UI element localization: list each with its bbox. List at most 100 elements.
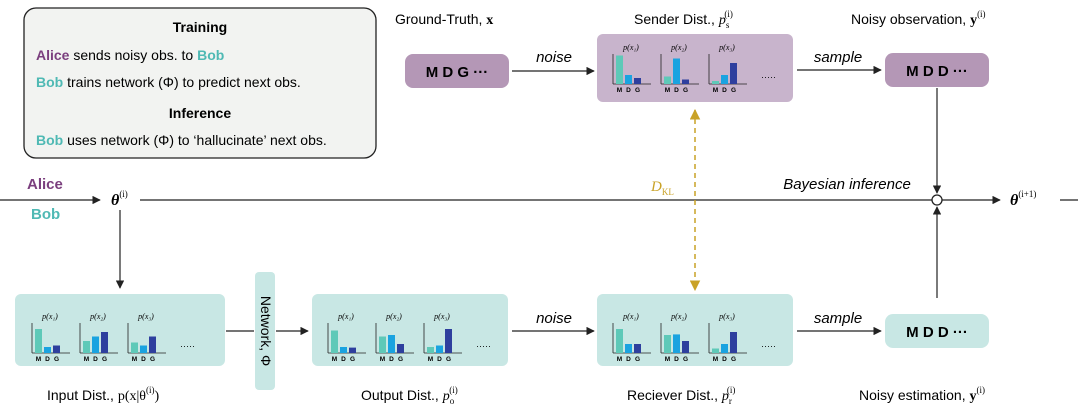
dist-bar	[92, 336, 99, 353]
dist-bar-label: D	[389, 356, 394, 363]
noise-top-label: noise	[536, 49, 572, 66]
ground-truth-box	[405, 54, 509, 88]
dist-col-label: p(x₁)	[622, 43, 639, 52]
noisy-observation-tokens: M D D ···	[906, 63, 968, 80]
legend-line-3-text: uses network (Φ) to ‘hallucinate’ next o…	[63, 132, 327, 148]
dist-bar	[616, 55, 623, 84]
legend-bob: Bob	[197, 47, 224, 63]
dist-bar	[712, 348, 719, 353]
sender-dist-label: Sender Dist., ps(i)	[634, 9, 733, 30]
dist-bar-label: G	[635, 356, 640, 363]
dist-bar	[149, 336, 156, 353]
output-dist-panel	[312, 294, 508, 366]
legend-bob-2: Bob	[36, 74, 63, 90]
dist-bar	[35, 329, 42, 353]
theta-i-plus-1: θ(i+1)	[1010, 189, 1036, 209]
dist-bar-label: G	[635, 87, 640, 94]
sample-top-label: sample	[814, 49, 862, 66]
dist-bar-label: D	[626, 87, 631, 94]
dist-bar-label: M	[713, 356, 718, 363]
dist-bar	[331, 330, 338, 353]
dist-col-label: p(x₃)	[433, 312, 450, 321]
sample-bottom-label: sample	[814, 310, 862, 327]
dist-bar	[625, 344, 632, 353]
dist-bar-label: G	[150, 356, 155, 363]
dist-bar	[682, 341, 689, 353]
dist-bar-label: D	[341, 356, 346, 363]
dist-bar	[721, 75, 728, 84]
bayesian-update-node	[931, 194, 943, 206]
dist-bar	[83, 341, 90, 353]
dist-ellipsis: ·····	[180, 341, 195, 351]
dist-bar	[340, 347, 347, 353]
dist-bar-label: G	[398, 356, 403, 363]
dist-col-label: p(x₁)	[337, 312, 354, 321]
dist-bar	[388, 335, 395, 353]
dist-bar	[721, 344, 728, 353]
dist-bar	[44, 347, 51, 353]
dist-bar-label: D	[45, 356, 50, 363]
dist-col-label: p(x₁)	[41, 312, 58, 321]
dist-bar	[379, 336, 386, 353]
dist-bar-label: D	[674, 87, 679, 94]
dist-col-label: p(x₂)	[89, 312, 106, 321]
dist-bar	[140, 345, 147, 353]
input-dist-panel	[15, 294, 225, 366]
legend-line-1: Alice sends noisy obs. to Bob	[36, 47, 224, 63]
ground-truth-tokens: M D G ···	[426, 64, 488, 81]
dist-bar-label: D	[626, 356, 631, 363]
bob-label: Bob	[31, 206, 60, 223]
dist-bar-label: G	[54, 356, 59, 363]
noisy-estimation-box	[885, 314, 989, 348]
ground-truth-label: Ground-Truth, x	[395, 11, 493, 28]
input-dist-label: Input Dist., p(x|θ(i))	[47, 385, 159, 404]
dist-bar	[427, 347, 434, 353]
legend-inference-title: Inference	[169, 105, 231, 121]
legend-line-1-text: sends noisy obs. to	[69, 47, 197, 63]
network-box	[255, 272, 275, 390]
dist-bar	[673, 334, 680, 353]
dist-bar-label: D	[437, 356, 442, 363]
dist-ellipsis: ·····	[761, 72, 776, 82]
dist-bar	[730, 332, 737, 353]
dist-bar	[664, 335, 671, 353]
noisy-estimation-tokens: M D D ···	[906, 324, 968, 341]
dist-bar	[616, 329, 623, 353]
dist-bar-label: M	[617, 87, 622, 94]
legend-line-2: Bob trains network (Φ) to predict next o…	[36, 74, 301, 90]
dist-bar	[397, 344, 404, 353]
dist-bar-label: D	[722, 87, 727, 94]
dist-bar-label: G	[683, 356, 688, 363]
dist-bar	[349, 347, 356, 353]
bayesian-inference-label: Bayesian inference	[783, 176, 911, 193]
dist-ellipsis: ·····	[476, 341, 491, 351]
dist-bar-label: G	[102, 356, 107, 363]
kl-label-bg	[648, 172, 688, 198]
dist-bar	[131, 342, 138, 353]
dist-col-label: p(x₂)	[670, 312, 687, 321]
noise-bottom-label: noise	[536, 310, 572, 327]
dist-bar-label: M	[36, 356, 41, 363]
dist-bar	[664, 76, 671, 84]
dist-bar	[634, 78, 641, 84]
theta-i: θ(i)	[111, 189, 128, 209]
dist-bar	[53, 345, 60, 353]
receiver-dist-panel	[597, 294, 793, 366]
dist-col-label: p(x₁)	[622, 312, 639, 321]
dist-bar-label: M	[665, 87, 670, 94]
dist-bar-label: M	[428, 356, 433, 363]
legend-training-title: Training	[173, 19, 227, 35]
dist-bar	[101, 332, 108, 353]
dist-col-label: p(x₂)	[385, 312, 402, 321]
dist-bar	[730, 63, 737, 84]
legend-line-2-text: trains network (Φ) to predict next obs.	[63, 74, 301, 90]
legend-bob-3: Bob	[36, 132, 63, 148]
dist-bar-label: M	[617, 356, 622, 363]
dist-bar-label: M	[84, 356, 89, 363]
dist-bar-label: M	[665, 356, 670, 363]
dist-bar-label: G	[446, 356, 451, 363]
dist-col-label: p(x₃)	[718, 312, 735, 321]
